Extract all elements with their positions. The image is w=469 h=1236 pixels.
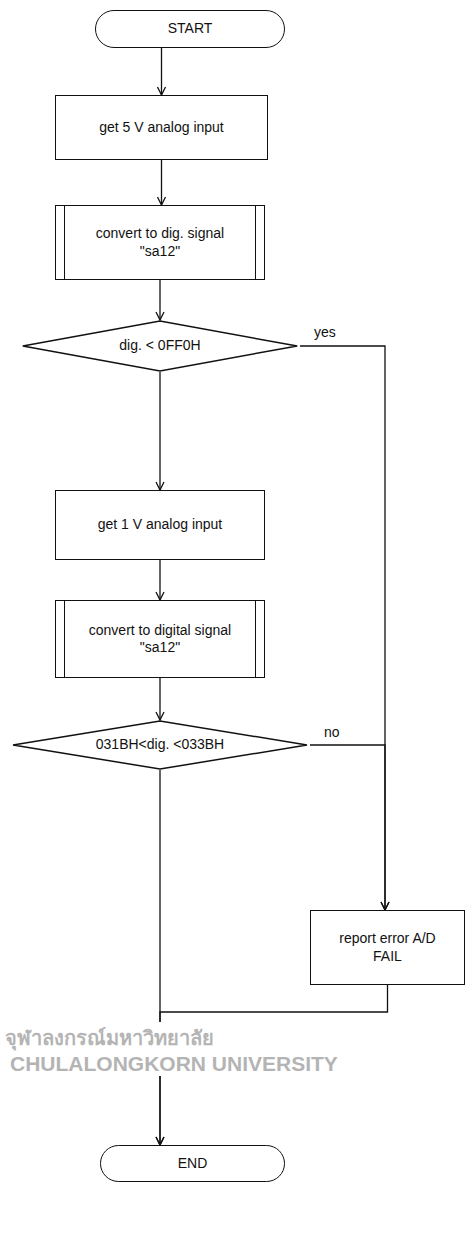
process-box: get 5 V analog input <box>55 95 268 160</box>
flow-arrow <box>310 745 385 910</box>
terminal-end: END <box>100 1145 285 1182</box>
node-label: report error A/D FAIL <box>323 930 452 965</box>
watermark-english: CHULALONGKORN UNIVERSITY <box>10 1052 338 1076</box>
node-text-area: 031BH<dig. <033BH <box>10 720 310 770</box>
subroutine-bar <box>64 206 65 279</box>
error-box: report error A/D FAIL <box>310 910 465 985</box>
node-text-area: dig. < 0FF0H <box>20 320 300 372</box>
subroutine-bar <box>255 206 256 279</box>
node-text-area: END <box>101 1146 284 1181</box>
branch-label: yes <box>312 324 338 341</box>
subroutine-bar <box>255 601 256 677</box>
node-text-area: START <box>96 11 284 47</box>
watermark-thai: จุฬาลงกรณ์มหาวิทยาลัย <box>5 1022 214 1054</box>
node-label: START <box>168 20 213 38</box>
branch-label: no <box>322 724 342 741</box>
flow-arrow <box>161 48 162 95</box>
flow-arrow <box>300 346 385 910</box>
node-label: convert to dig. signal "sa12" <box>74 225 246 260</box>
subroutine-bar <box>64 601 65 677</box>
subroutine-box: convert to dig. signal "sa12" <box>55 205 265 280</box>
flow-arrow <box>161 160 162 205</box>
subroutine-box: convert to digital signal "sa12" <box>55 600 265 678</box>
decision-diamond: dig. < 0FF0H <box>20 320 300 372</box>
terminal-start: START <box>95 10 285 48</box>
node-label: dig. < 0FF0H <box>119 337 200 355</box>
node-text-area: convert to dig. signal "sa12" <box>56 206 264 279</box>
process-box: get 1 V analog input <box>55 490 265 560</box>
node-text-area: convert to digital signal "sa12" <box>56 601 264 677</box>
flow-arrow <box>159 280 160 320</box>
node-text-area: get 1 V analog input <box>56 491 264 559</box>
node-label: END <box>178 1155 208 1173</box>
node-text-area: report error A/D FAIL <box>311 911 464 984</box>
decision-diamond: 031BH<dig. <033BH <box>10 720 310 770</box>
flow-arrow <box>159 678 160 720</box>
node-text-area: get 5 V analog input <box>56 96 267 159</box>
node-label: get 1 V analog input <box>98 516 223 534</box>
flow-arrow <box>159 372 160 490</box>
node-label: convert to digital signal "sa12" <box>74 622 246 657</box>
node-label: get 5 V analog input <box>99 119 224 137</box>
node-label: 031BH<dig. <033BH <box>96 736 224 754</box>
flow-arrow <box>159 560 160 600</box>
